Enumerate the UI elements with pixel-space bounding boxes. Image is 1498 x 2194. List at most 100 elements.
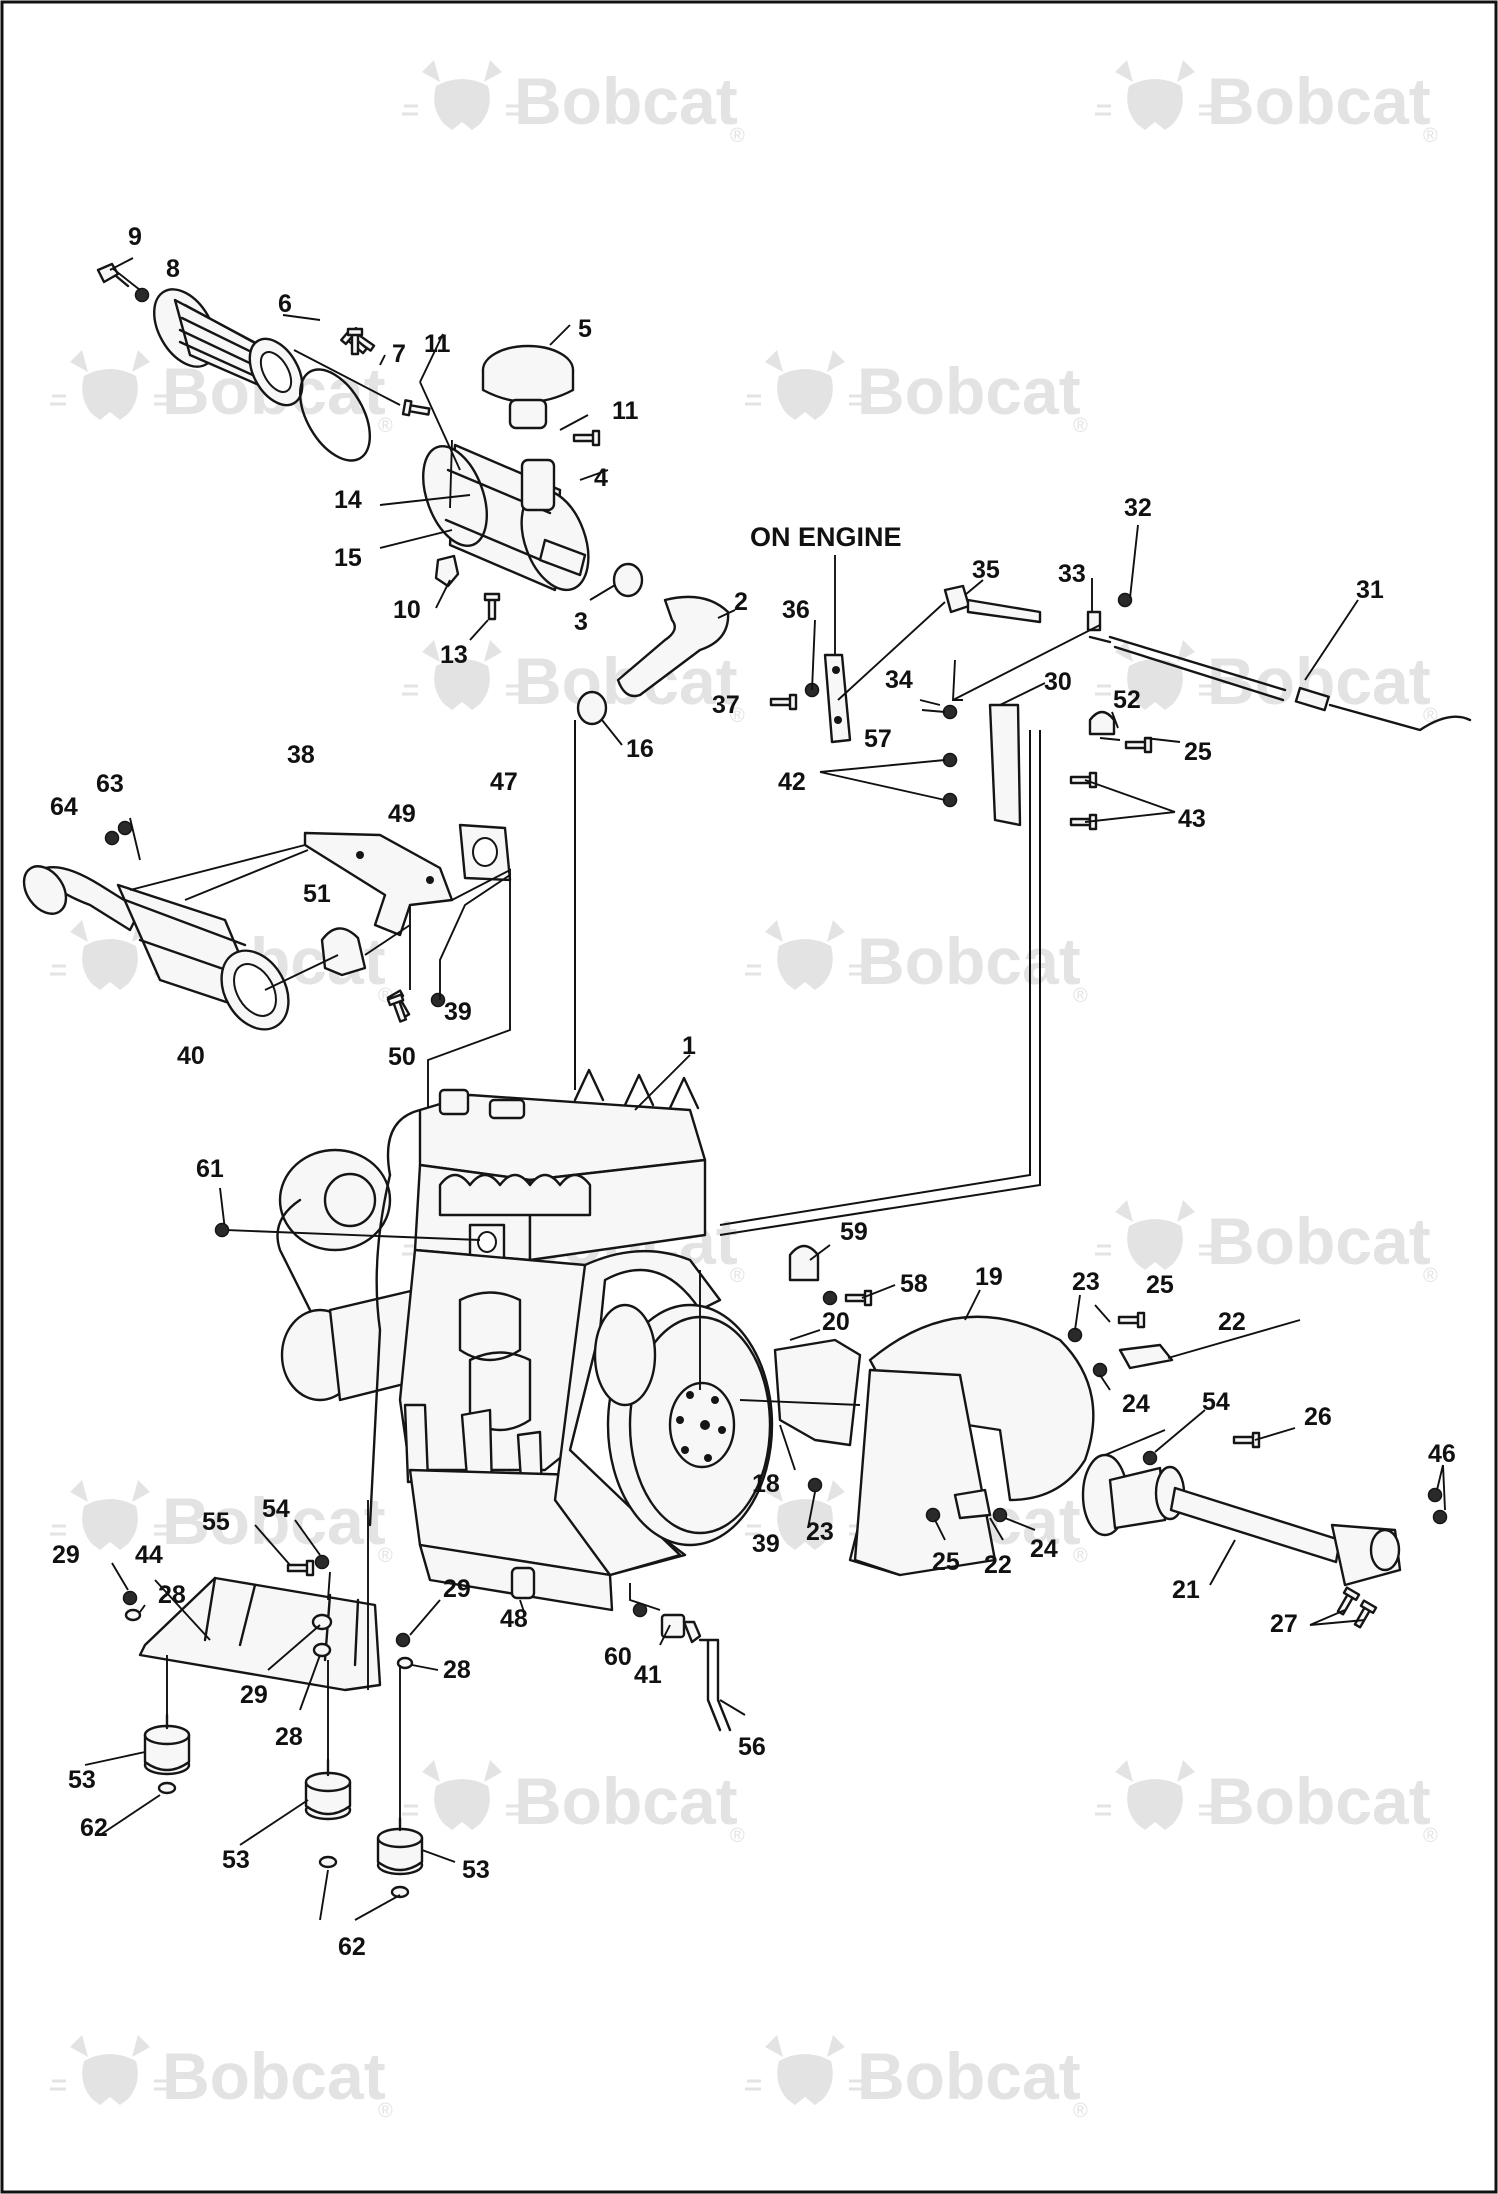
cable-bracket [988,703,1022,827]
callout-11-right: 11 [612,397,639,425]
nut [992,1507,1008,1523]
callout-labels: ON ENGINE 1 2 3 4 5 6 7 8 9 10 11 11 13 … [50,223,1456,1961]
callout-9: 9 [128,223,142,251]
washer [124,1608,142,1622]
callout-60: 60 [604,1643,632,1671]
callout-32: 32 [1124,494,1152,522]
callout-50: 50 [388,1043,416,1071]
callout-8: 8 [166,255,180,283]
callout-39-shroud: 39 [752,1530,780,1558]
callout-42: 42 [778,768,806,796]
callout-53-right: 53 [462,1856,490,1884]
svg-text:Bobcat: Bobcat [162,2039,386,2113]
bolt [483,592,501,621]
watermark: Bobcat® [1093,1758,1438,1847]
wing-nut [96,262,130,288]
callout-22-lower: 22 [984,1551,1012,1579]
bolt [1069,771,1098,789]
washer [390,1885,410,1899]
bolt [1124,736,1153,754]
svg-text:®: ® [1073,415,1088,437]
watermark: Bobcat® [743,918,1088,1007]
watermark: Bobcat® [743,348,1088,437]
callout-44: 44 [135,1541,163,1569]
svg-text:Bobcat: Bobcat [514,64,738,138]
callout-29-mid: 29 [240,1681,268,1709]
callout-37: 37 [712,691,740,719]
nut [1427,1487,1443,1503]
callout-28-right: 28 [443,1656,471,1684]
hose-clamp [612,562,644,598]
callout-47: 47 [490,768,518,796]
watermark: Bobcat® [1093,58,1438,147]
hose-clamp [576,690,608,726]
watermark: Bobcat® [743,2033,1088,2122]
bracket [788,1244,820,1282]
bolt [1350,1599,1378,1631]
air-cleaner-group [96,257,736,746]
nut [1092,1362,1108,1378]
callout-31: 31 [1356,576,1384,604]
callout-7: 7 [392,340,406,368]
washer [318,1855,338,1869]
callout-55: 55 [202,1508,230,1536]
bolt [844,1289,873,1307]
callout-62-left: 62 [80,1814,108,1842]
callout-28-mid: 28 [275,1723,303,1751]
bracket [953,1488,992,1520]
throttle-cable-group [769,524,1472,831]
throttle-cable [1088,635,1472,732]
washer [396,1656,414,1670]
callout-19: 19 [975,1263,1003,1291]
callout-13: 13 [440,641,468,669]
callout-28-left: 28 [158,1581,186,1609]
callout-36: 36 [782,596,810,624]
nut [942,752,958,768]
flywheel-cover [773,1338,862,1447]
nut [942,704,958,720]
callout-56: 56 [738,1733,766,1761]
svg-text:®: ® [378,1545,393,1567]
callout-51: 51 [303,880,331,908]
callout-30: 30 [1044,668,1072,696]
callout-14: 14 [334,486,362,514]
callout-3: 3 [574,608,588,636]
washer [157,1781,177,1795]
callout-53-mid: 53 [222,1846,250,1874]
callout-63: 63 [96,770,124,798]
svg-text:Bobcat: Bobcat [514,1764,738,1838]
watermark: Bobcat® [48,2033,393,2122]
svg-text:®: ® [1073,985,1088,1007]
svg-text:Bobcat: Bobcat [1207,1764,1431,1838]
filter-element [153,288,304,407]
air-cleaner-housing [422,443,590,592]
washer [314,1554,330,1570]
svg-text:®: ® [378,2100,393,2122]
callout-10: 10 [393,596,421,624]
drain-plug [510,1566,536,1600]
cable-clamp [1088,710,1116,736]
svg-text:®: ® [1073,2100,1088,2122]
callout-11-upper: 11 [424,330,451,358]
callout-26: 26 [1304,1403,1332,1431]
nut [1067,1327,1083,1343]
callout-49: 49 [388,800,416,828]
callout-20: 20 [822,1308,850,1336]
svg-text:®: ® [730,705,745,727]
callout-24-lower: 24 [1030,1535,1058,1563]
callout-54-shaft: 54 [1202,1388,1230,1416]
throttle-lever [943,584,971,614]
svg-text:®: ® [1073,1545,1088,1567]
callout-16: 16 [626,735,654,763]
callout-25-shroud: 25 [1146,1271,1174,1299]
washer [822,1290,838,1306]
callout-58: 58 [900,1270,928,1298]
dust-valve [434,554,460,588]
watermark: Bobcat® [1093,1198,1438,1287]
callout-39-muffler: 39 [444,998,472,1026]
rubber-isolator [143,1713,191,1776]
watermark: Bobcat® [400,58,745,147]
nut [1432,1509,1448,1525]
